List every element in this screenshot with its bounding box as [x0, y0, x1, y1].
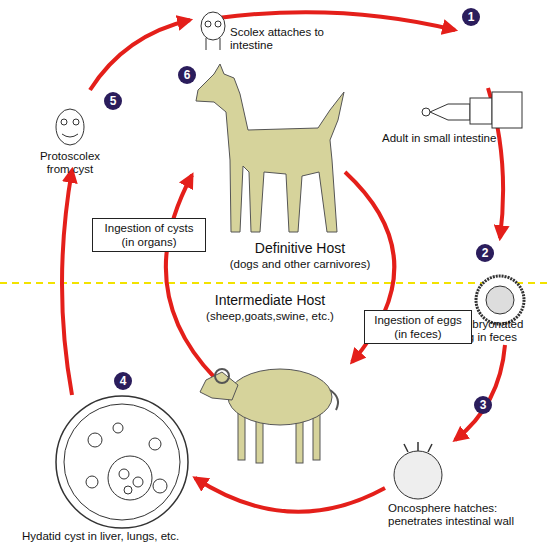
hydatid-cyst-illustration: [56, 396, 188, 528]
stage-label: Hydatid cyst in liver, lungs, etc.: [22, 530, 262, 543]
process-box: Ingestion of eggs (in feces): [364, 310, 472, 344]
callout-number: 4: [114, 372, 132, 390]
callout-number: 2: [476, 244, 494, 262]
host-label: Definitive Host: [220, 240, 380, 256]
cycle-arrow: [166, 175, 215, 378]
box-text: Ingestion of cysts (in organs): [97, 221, 201, 249]
oncosphere-illustration: [394, 442, 442, 499]
scolex-illustration: [201, 12, 225, 50]
adult-worm-illustration: [422, 92, 522, 128]
callout-number: 6: [178, 66, 196, 84]
stage-label: Adult in small intestine: [382, 132, 542, 145]
cycle-arrow: [455, 345, 505, 440]
stage-label: Oncosphere hatches: penetrates intestina…: [388, 502, 548, 528]
dog-illustration: [196, 64, 344, 232]
host-divider: [0, 282, 550, 284]
cycle-arrow: [90, 20, 190, 90]
egg-illustration: [476, 276, 524, 324]
box-text: Ingestion of eggs (in feces): [369, 313, 467, 341]
callout-number: 1: [462, 8, 480, 26]
stage-label: Protoscolex from cyst: [30, 150, 110, 176]
cycle-arrow: [195, 478, 385, 512]
process-box: Ingestion of cysts (in organs): [92, 218, 206, 252]
host-note: (sheep,goats,swine, etc.): [170, 310, 370, 323]
cycle-arrow: [62, 170, 72, 395]
host-label: Intermediate Host: [190, 292, 350, 308]
host-note: (dogs and other carnivores): [200, 258, 400, 271]
sheep-illustration: [200, 369, 338, 463]
callout-number: 5: [104, 92, 122, 110]
stage-label: Scolex attaches to intestine: [230, 26, 350, 52]
callout-number: 3: [474, 396, 492, 414]
protoscolex-illustration: [56, 109, 84, 145]
